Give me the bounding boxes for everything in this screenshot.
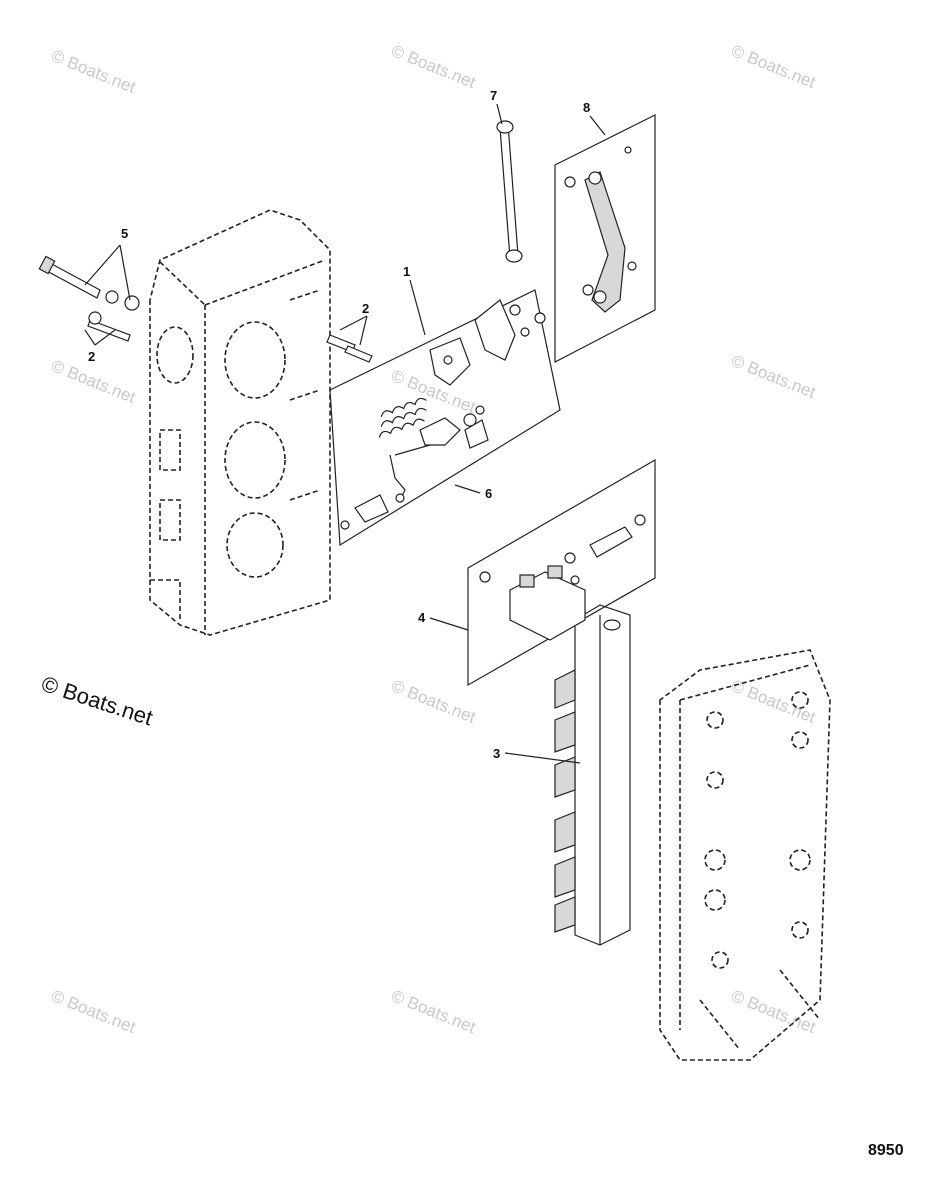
- callout-7: 7: [490, 88, 497, 103]
- watermark: © Boats.net: [389, 676, 479, 727]
- part-4-box: [467, 458, 656, 687]
- left-housing: [149, 209, 331, 636]
- part-1-6-box: [329, 289, 561, 547]
- callout-labels: 1 2 2 3 4 5 6 7 8: [88, 88, 590, 761]
- watermark: © Boats.net: [729, 986, 819, 1037]
- right-housing: [659, 649, 831, 1061]
- watermark: © Boats.net: [49, 46, 139, 97]
- watermark: © Boats.net: [389, 366, 479, 417]
- leader-lines: [84, 103, 606, 764]
- part-8-box: [554, 114, 656, 363]
- watermark: © Boats.net: [389, 41, 479, 92]
- callout-1: 1: [403, 264, 410, 279]
- figure-number: 8950: [868, 1142, 904, 1159]
- watermark: © Boats.net: [49, 986, 139, 1037]
- part-5-bolt: [38, 255, 140, 342]
- part-3-manifold: [554, 604, 631, 946]
- watermarks: © Boats.net © Boats.net © Boats.net © Bo…: [49, 41, 819, 1037]
- callout-3: 3: [493, 746, 500, 761]
- watermark: © Boats.net: [729, 41, 819, 92]
- callout-5: 5: [121, 226, 128, 241]
- callout-2: 2: [362, 301, 369, 316]
- callout-4: 4: [418, 610, 426, 625]
- callout-2: 2: [88, 349, 95, 364]
- part-2-screws-middle: [326, 334, 373, 363]
- watermark-large: © Boats.net: [38, 671, 155, 730]
- callout-8: 8: [583, 100, 590, 115]
- watermark: © Boats.net: [389, 986, 479, 1037]
- watermark: © Boats.net: [729, 351, 819, 402]
- callout-6: 6: [485, 486, 492, 501]
- part-7-link-rod: [496, 120, 523, 263]
